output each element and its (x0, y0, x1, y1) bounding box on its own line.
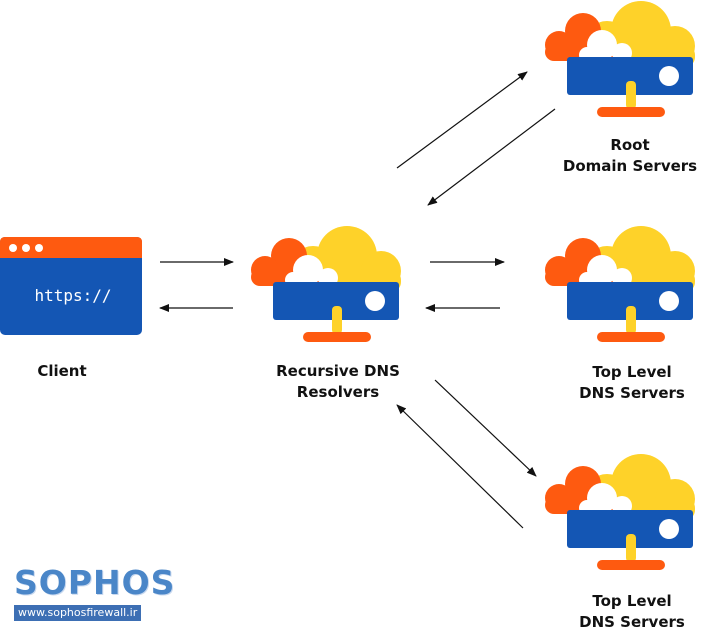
arrow-tld-bottom-to-resolver (396, 404, 524, 529)
root-server-icon (545, 1, 695, 117)
tld-label-bottom: Top Level DNS Servers (579, 592, 685, 631)
arrow-root-to-resolver (427, 108, 556, 206)
client-browser-icon: https:// (0, 237, 142, 335)
resolver-server-icon (251, 226, 401, 342)
client-url-text: https:// (34, 286, 111, 305)
sophos-watermark: SOPHOS www.sophosfirewall.ir (14, 565, 182, 621)
arrow-resolver-to-tld-bottom (434, 379, 537, 477)
arrow-resolver-to-root (396, 71, 528, 169)
resolver-label: Recursive DNS Resolvers (276, 362, 400, 401)
root-label: Root Domain Servers (562, 136, 698, 175)
sophos-logo-text: SOPHOS (14, 563, 176, 602)
tld-label-top: Top Level DNS Servers (579, 363, 685, 402)
client-label: Client (37, 362, 87, 380)
tld-server-icon-bottom (545, 454, 695, 570)
sophos-url: www.sophosfirewall.ir (14, 605, 142, 621)
tld-server-icon-top (545, 226, 695, 342)
